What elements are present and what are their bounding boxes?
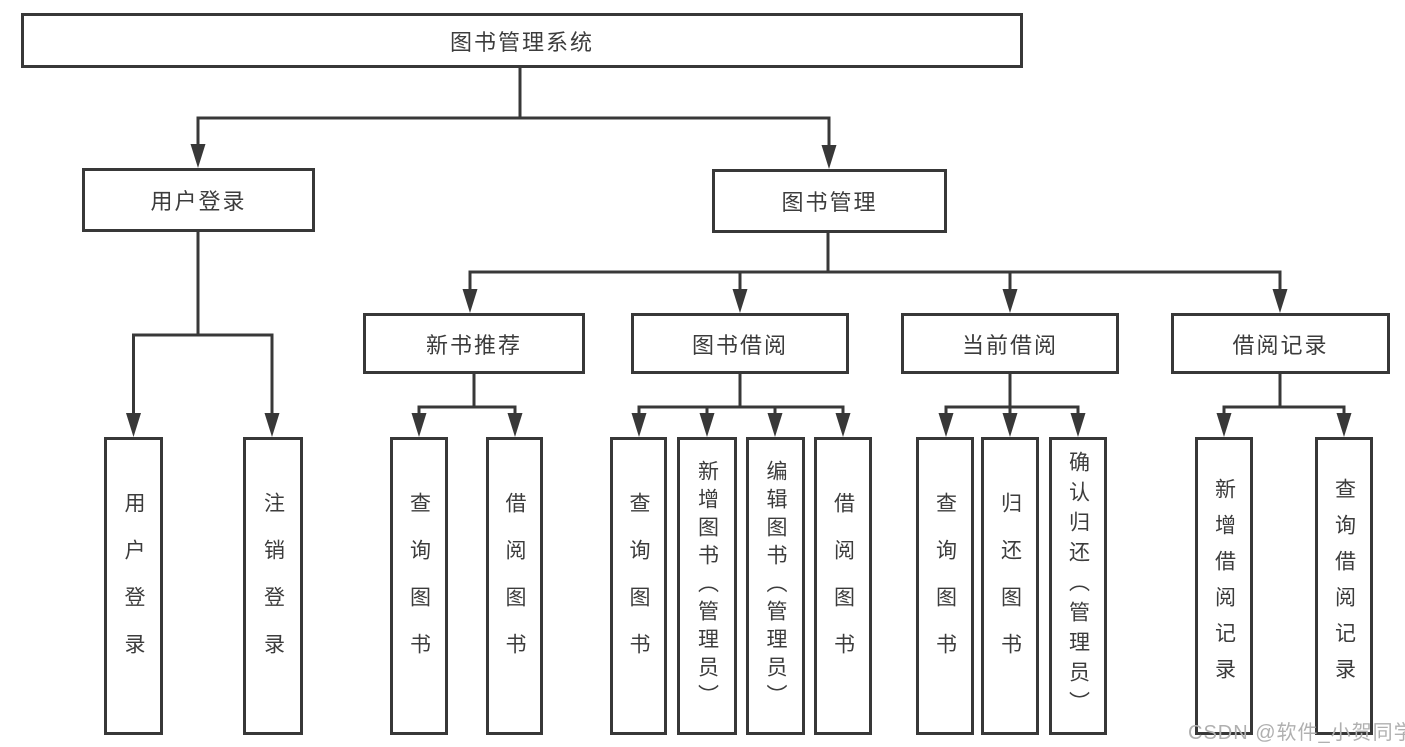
leaf-query-borrow-record: 查询借阅记录 xyxy=(1315,437,1373,735)
node-book-borrow-label: 图书借阅 xyxy=(691,332,788,358)
node-new-book-recommend-label: 新书推荐 xyxy=(425,332,522,358)
leaf-user-login-label: 用户登录 xyxy=(122,492,145,680)
leaf-query-book-current-label: 查询图书 xyxy=(933,492,957,680)
node-current-borrow: 当前借阅 xyxy=(901,313,1119,374)
leaf-query-book-recommend: 查询图书 xyxy=(390,437,448,735)
leaf-confirm-return-admin-label: 确认归还（管理员） xyxy=(1066,451,1090,721)
node-book-management: 图书管理 xyxy=(712,169,947,233)
leaf-logout: 注销登录 xyxy=(243,437,303,735)
leaf-confirm-return-admin: 确认归还（管理员） xyxy=(1049,437,1107,735)
node-book-borrow: 图书借阅 xyxy=(631,313,849,374)
leaf-user-login: 用户登录 xyxy=(104,437,163,735)
leaf-query-book-borrow: 查询图书 xyxy=(610,437,667,735)
leaf-edit-book-admin: 编辑图书（管理员） xyxy=(746,437,805,735)
leaf-query-book-current: 查询图书 xyxy=(916,437,974,735)
leaf-query-book-recommend-label: 查询图书 xyxy=(407,492,431,680)
node-root: 图书管理系统 xyxy=(21,13,1023,68)
leaf-borrow-book-label: 借阅图书 xyxy=(831,492,855,680)
leaf-edit-book-admin-label: 编辑图书（管理员） xyxy=(764,460,787,712)
node-new-book-recommend: 新书推荐 xyxy=(363,313,585,374)
leaf-add-borrow-record: 新增借阅记录 xyxy=(1195,437,1253,735)
leaf-add-book-admin: 新增图书（管理员） xyxy=(677,437,737,735)
leaf-add-borrow-record-label: 新增借阅记录 xyxy=(1212,478,1236,694)
leaf-query-borrow-record-label: 查询借阅记录 xyxy=(1332,478,1356,694)
leaf-query-book-borrow-label: 查询图书 xyxy=(627,492,650,680)
leaf-logout-label: 注销登录 xyxy=(261,492,285,680)
leaf-borrow-book-recommend-label: 借阅图书 xyxy=(503,492,526,680)
node-book-management-label: 图书管理 xyxy=(781,190,878,215)
leaf-add-book-admin-label: 新增图书（管理员） xyxy=(695,460,719,712)
watermark: CSDN @软件_小贺同学 xyxy=(1188,722,1405,744)
leaf-borrow-book-recommend: 借阅图书 xyxy=(486,437,543,735)
node-user-login-label: 用户登录 xyxy=(150,189,247,214)
node-borrow-records: 借阅记录 xyxy=(1171,313,1390,374)
node-root-label: 图书管理系统 xyxy=(449,29,594,55)
node-borrow-records-label: 借阅记录 xyxy=(1232,332,1329,358)
node-current-borrow-label: 当前借阅 xyxy=(961,332,1058,358)
leaf-return-book: 归还图书 xyxy=(981,437,1039,735)
leaf-borrow-book: 借阅图书 xyxy=(814,437,872,735)
node-user-login: 用户登录 xyxy=(82,168,315,232)
leaf-return-book-label: 归还图书 xyxy=(998,492,1022,680)
